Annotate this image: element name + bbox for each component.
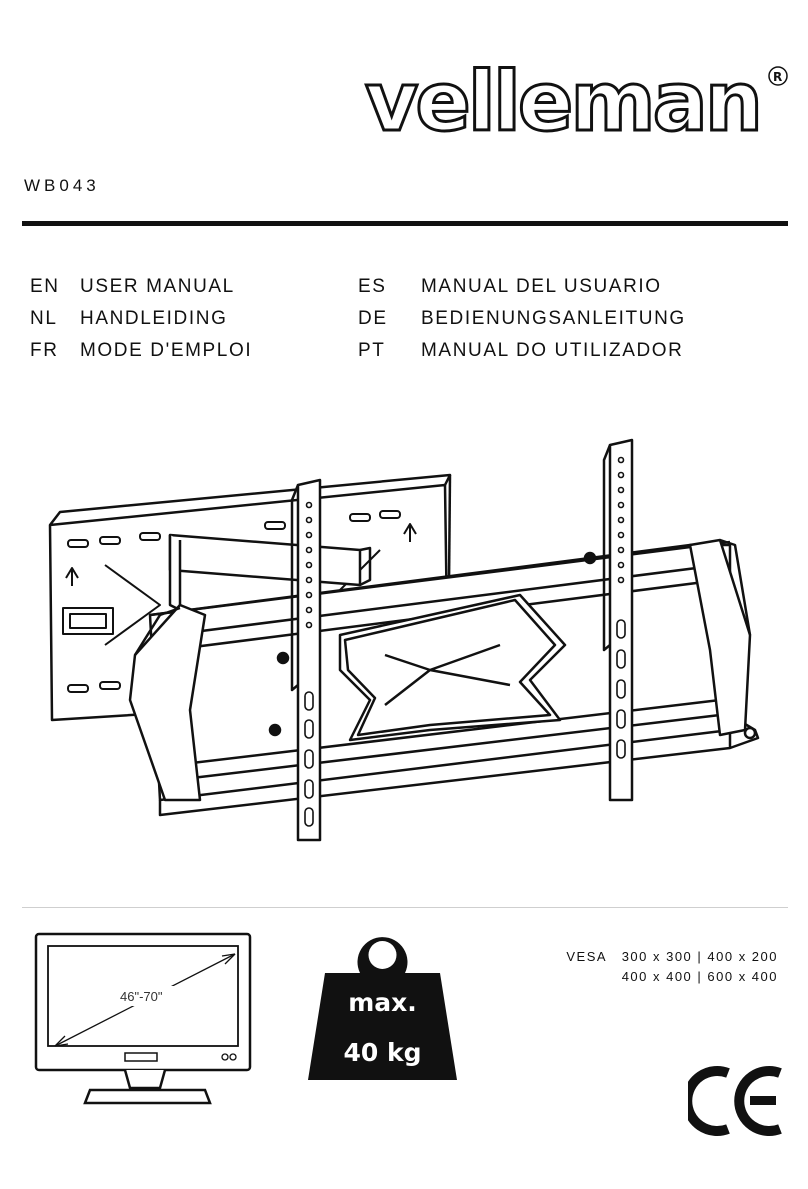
lang-title: MANUAL DO UTILIZADOR (421, 340, 684, 361)
lang-title: BEDIENUNGSANLEITUNG (421, 308, 686, 329)
max-weight: 40 kg (343, 1038, 422, 1067)
lang-title: MODE D'EMPLOI (80, 340, 253, 361)
ce-mark-icon (688, 1066, 782, 1136)
lang-title: HANDLEIDING (80, 308, 228, 329)
lang-fr: FR MODE D'EMPLOI (30, 340, 252, 362)
vesa-line2: 400 x 400 | 600 x 400 (621, 969, 778, 984)
weight-icon (308, 937, 457, 1080)
wall-mount-illustration (48, 438, 760, 842)
vesa-line1: VESA 300 x 300 | 400 x 200 (500, 949, 778, 964)
tv-icon (34, 932, 252, 1105)
lang-en: EN USER MANUAL (30, 276, 235, 298)
lang-code: NL (30, 308, 58, 329)
lang-code: ES (358, 276, 387, 297)
lang-es: ES MANUAL DEL USUARIO (358, 276, 662, 298)
vesa-label: VESA (566, 949, 607, 964)
vesa-values-1: 300 x 300 | 400 x 200 (621, 949, 778, 964)
max-label: max. (348, 988, 417, 1017)
lang-pt: PT MANUAL DO UTILIZADOR (358, 340, 684, 362)
lang-title: USER MANUAL (80, 276, 235, 297)
section-divider (22, 907, 788, 908)
lang-code: PT (358, 340, 386, 361)
brand-logo: velleman R (364, 58, 788, 148)
lang-code: FR (30, 340, 59, 361)
lang-code: EN (30, 276, 60, 297)
lang-de: DE BEDIENUNGSANLEITUNG (358, 308, 686, 330)
header-divider (22, 221, 788, 226)
lang-code: DE (358, 308, 388, 329)
lang-title: MANUAL DEL USUARIO (421, 276, 662, 297)
lang-nl: NL HANDLEIDING (30, 308, 227, 330)
screen-size-label: 46"-70" (120, 989, 163, 1004)
registered-mark: R (773, 70, 782, 84)
model-number: WB043 (24, 176, 100, 195)
brand-logo-text: velleman (365, 58, 760, 148)
